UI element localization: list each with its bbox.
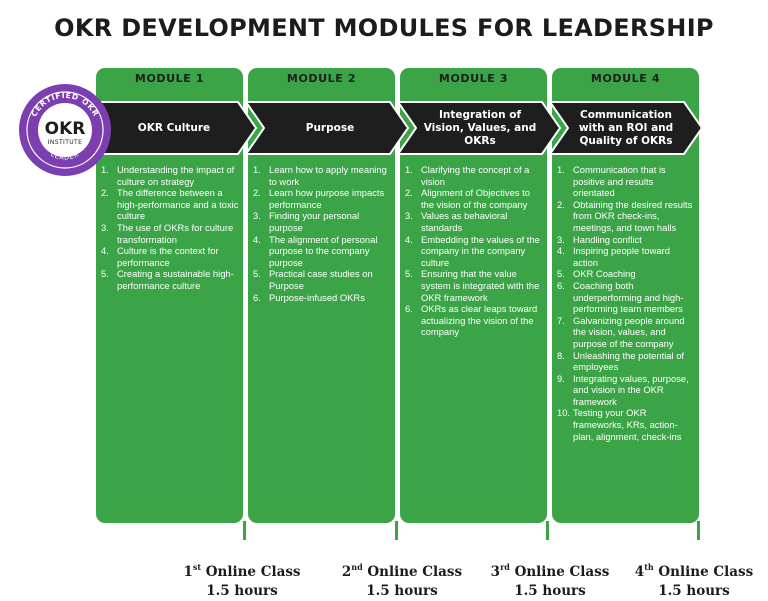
list-item: 6.Purpose-infused OKRs bbox=[253, 291, 365, 303]
list-item: 3.Handling conflict bbox=[557, 233, 642, 245]
module-header: MODULE 4 bbox=[590, 72, 661, 85]
module-topic-list: 1.Learn how to apply meaning to work 2.L… bbox=[253, 164, 391, 303]
badge-inner-ring bbox=[26, 91, 104, 169]
list-item: 1.Understanding the impact of culture on… bbox=[101, 164, 235, 187]
chevron-arrow-2 bbox=[244, 101, 410, 155]
okr-certified-leader-badge: CERTIFIED OKR LEADER OKR INSTITUTE bbox=[19, 84, 111, 176]
badge-main-text: OKR bbox=[45, 119, 86, 139]
online-class-1: 1st Online Class 1.5 hours bbox=[183, 562, 301, 599]
module-header: MODULE 3 bbox=[438, 72, 509, 85]
module-topic: Integration of Vision, Values, and OKRs bbox=[423, 108, 537, 147]
module-topic-list: 1.Communication that is positive and res… bbox=[557, 164, 695, 442]
badge-bottom-text: LEADER bbox=[49, 150, 80, 162]
chevron-arrow-4 bbox=[548, 101, 704, 155]
timeline-tick bbox=[395, 521, 398, 540]
online-class-4: 4th Online Class 1.5 hours bbox=[634, 562, 754, 599]
online-class-3: 3rd Online Class 1.5 hours bbox=[490, 562, 610, 599]
list-item: 2.Obtaining the desired results from OKR… bbox=[557, 198, 693, 233]
page-title: OKR DEVELOPMENT MODULES FOR LEADERSHIP bbox=[54, 14, 714, 42]
chevron-arrow-3 bbox=[396, 101, 562, 155]
list-item: 3.Values as behavioral standards bbox=[405, 210, 508, 233]
list-item: 1.Learn how to apply meaning to work bbox=[253, 164, 387, 187]
badge-sub-text: INSTITUTE bbox=[48, 139, 83, 146]
list-item: 6.Coaching both underperforming and high… bbox=[557, 279, 684, 315]
list-item: 9.Integrating values, purpose, and visio… bbox=[557, 372, 689, 407]
module-topic: Purpose bbox=[305, 121, 355, 134]
online-class-2: 2nd Online Class 1.5 hours bbox=[341, 562, 463, 599]
module-topic: OKR Culture bbox=[137, 121, 211, 134]
list-item: 4.Culture is the context for performance bbox=[101, 245, 219, 268]
list-item: 6.OKRs as clear leaps toward actualizing… bbox=[405, 303, 538, 338]
list-item: 1.Clarifying the concept of a vision bbox=[405, 164, 530, 187]
list-item: 10.Testing your OKR frameworks, KRs, act… bbox=[557, 407, 682, 442]
badge-center bbox=[38, 103, 92, 157]
list-item: 1.Communication that is positive and res… bbox=[557, 164, 666, 199]
module-header: MODULE 1 bbox=[134, 72, 205, 85]
module-header: MODULE 2 bbox=[286, 72, 357, 85]
chevron-arrows bbox=[95, 101, 704, 155]
list-item: 2.Alignment of Objectives to the vision … bbox=[405, 187, 530, 210]
timeline-tick bbox=[697, 521, 700, 540]
list-item: 4.The alignment of personal purpose to t… bbox=[253, 233, 378, 268]
list-item: 5.OKR Coaching bbox=[557, 268, 636, 280]
list-item: 8.Unleashing the potential of employees bbox=[557, 349, 685, 373]
module-topic-list: 1.Understanding the impact of culture on… bbox=[101, 164, 239, 292]
list-item: 5.Practical case studies on Purpose bbox=[253, 268, 373, 291]
list-item: 3.The use of OKRs for culture transforma… bbox=[101, 221, 234, 245]
list-item: 5.Ensuring that the value system is inte… bbox=[405, 268, 540, 303]
list-item: 5.Creating a sustainable high-performanc… bbox=[101, 268, 234, 291]
list-item: 4.Inspiring people toward action bbox=[557, 245, 670, 268]
timeline-tick bbox=[243, 521, 246, 540]
list-item: 4.Embedding the values of the company in… bbox=[405, 233, 540, 268]
timeline-tick bbox=[546, 521, 549, 540]
module-topic-list: 1.Clarifying the concept of a vision 2.A… bbox=[405, 164, 543, 338]
list-item: 3.Finding your personal purpose bbox=[253, 210, 360, 233]
list-item: 7.Galvanizing people around the vision, … bbox=[557, 314, 685, 349]
module-topic: Communication with an ROI and Quality of… bbox=[578, 108, 674, 147]
list-item: 2.The difference between a high-performa… bbox=[101, 187, 239, 222]
list-item: 2.Learn how purpose impacts performance bbox=[253, 187, 385, 210]
